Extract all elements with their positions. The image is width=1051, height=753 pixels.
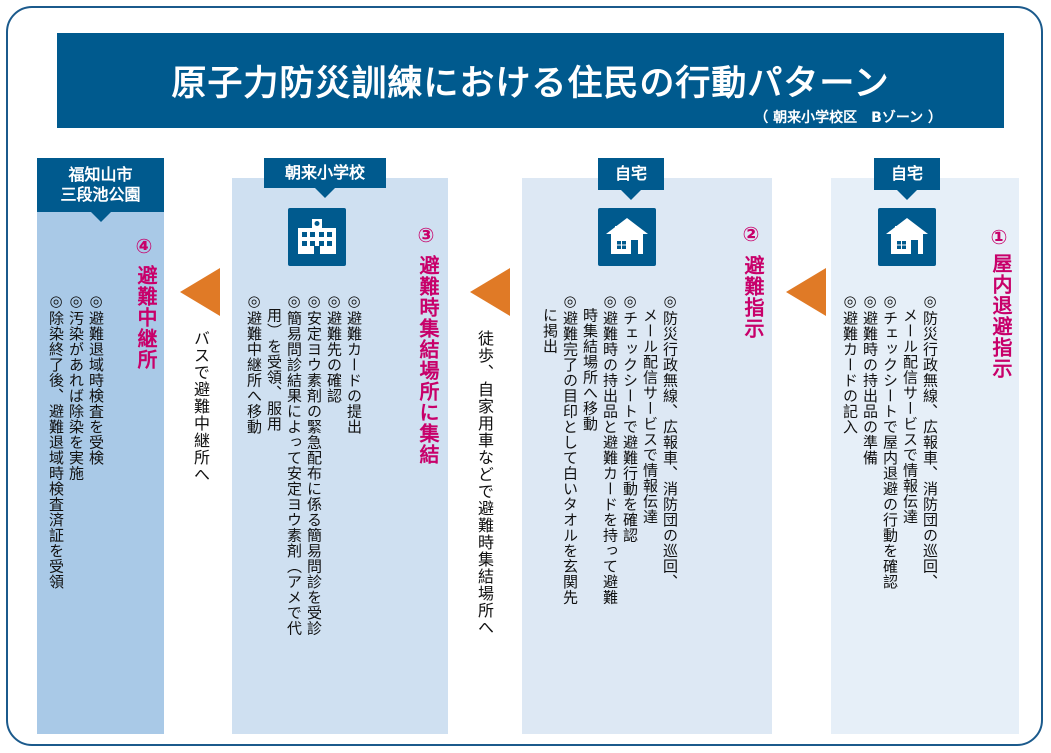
column-4-number: ④ <box>132 234 156 258</box>
page-subtitle: （ 朝来小学校区 Bゾーン ） <box>754 110 942 126</box>
bullet-item: に掲出 <box>541 292 559 355</box>
bullet-item: ◎除染終了後、避難退域時検査済証を受領 <box>47 292 65 590</box>
column-4-step-title: 避難中継所 <box>134 265 158 370</box>
bullet-item: ◎避難退域時検査を受検 <box>87 292 105 466</box>
column-4-panel <box>37 178 164 734</box>
bullet-item: 時集結場所へ移動 <box>581 292 599 432</box>
column-1-location-tab: 自宅 <box>874 158 940 200</box>
column-4-location-line1: 福知山市 <box>68 165 133 184</box>
house-icon <box>878 208 936 266</box>
bullet-item: ◎避難時の持出品と避難カードを持って避難 <box>601 292 619 605</box>
column-3-step-title: 避難時集結場所に集結 <box>416 255 440 465</box>
column-1-panel <box>831 178 1019 734</box>
column-3-location-tab: 朝来小学校 <box>264 158 386 198</box>
bullet-item: ◎チェックシートで避難行動を確認 <box>621 292 639 543</box>
column-3-bullets: ◎避難カードの提出 ◎避難先の確認 ◎安定ヨウ素剤の緊急配布に係る簡易問診を受診… <box>244 292 364 722</box>
title-banner: 原子力防災訓練における住民の行動パターン （ 朝来小学校区 Bゾーン ） <box>57 33 1004 128</box>
flow-arrow-1 <box>786 268 826 316</box>
column-2-panel <box>522 178 772 734</box>
bullet-item: メール配信サービスで情報伝達 <box>641 292 659 525</box>
column-3-panel <box>232 178 448 734</box>
bullet-item: ◎防災行政無線、広報車、消防団の巡回、 <box>661 292 679 590</box>
column-4-location-tab: 福知山市 三段池公園 <box>37 158 164 222</box>
house-icon <box>598 208 656 266</box>
school-icon <box>288 208 346 266</box>
bullet-item: ◎簡易問診結果によって安定ヨウ素剤（アメで代 <box>285 292 303 636</box>
column-1-bullets: ◎防災行政無線、広報車、消防団の巡回、 メール配信サービスで情報伝達 ◎チェック… <box>840 292 940 712</box>
flow-arrow-2 <box>470 268 510 316</box>
bullet-item: メール配信サービスで情報伝達 <box>901 292 919 525</box>
bullet-item: 用）を受領、服用 <box>265 292 283 432</box>
column-4-bullets: ◎避難退域時検査を受検 ◎汚染があれば除染を実施 ◎除染終了後、避難退域時検査済… <box>46 292 106 712</box>
bullet-item: ◎汚染があれば除染を実施 <box>67 292 85 481</box>
column-4-location-line2: 三段池公園 <box>60 185 141 204</box>
column-1-location: 自宅 <box>890 164 923 183</box>
column-2-number: ② <box>739 222 763 246</box>
column-1-number: ① <box>987 225 1011 249</box>
bullet-item: ◎避難カードの記入 <box>841 292 859 435</box>
column-2-bullets: ◎防災行政無線、広報車、消防団の巡回、 メール配信サービスで情報伝達 ◎チェック… <box>540 292 680 712</box>
bullet-item: ◎避難カードの提出 <box>345 292 363 435</box>
bullet-item: ◎チェックシートで屋内退避の行動を確認 <box>881 292 899 590</box>
column-1-step-title: 屋内退避指示 <box>989 253 1013 379</box>
bullet-item: ◎避難時の持出品の準備 <box>861 292 879 466</box>
bullet-item: ◎避難中継所へ移動 <box>245 292 263 435</box>
column-3-number: ③ <box>414 223 438 247</box>
flow-arrow-3 <box>180 268 220 316</box>
column-2-location: 自宅 <box>614 164 647 183</box>
column-2-step-title: 避難指示 <box>741 255 765 339</box>
bullet-item: ◎避難先の確認 <box>325 292 343 404</box>
transition-1-text: 徒歩、自家用車などで避難時集結場所へ <box>475 330 494 636</box>
column-3-location: 朝来小学校 <box>284 163 365 182</box>
bullet-item: ◎防災行政無線、広報車、消防団の巡回、 <box>921 292 939 590</box>
bullet-item: ◎安定ヨウ素剤の緊急配布に係る簡易問診を受診 <box>305 292 323 636</box>
page-title: 原子力防災訓練における住民の行動パターン <box>171 64 890 104</box>
column-2-location-tab: 自宅 <box>598 158 664 200</box>
transition-2-text: バスで避難中継所へ <box>191 330 210 483</box>
bullet-item: ◎避難完了の目印として白いタオルを玄関先 <box>561 292 579 605</box>
